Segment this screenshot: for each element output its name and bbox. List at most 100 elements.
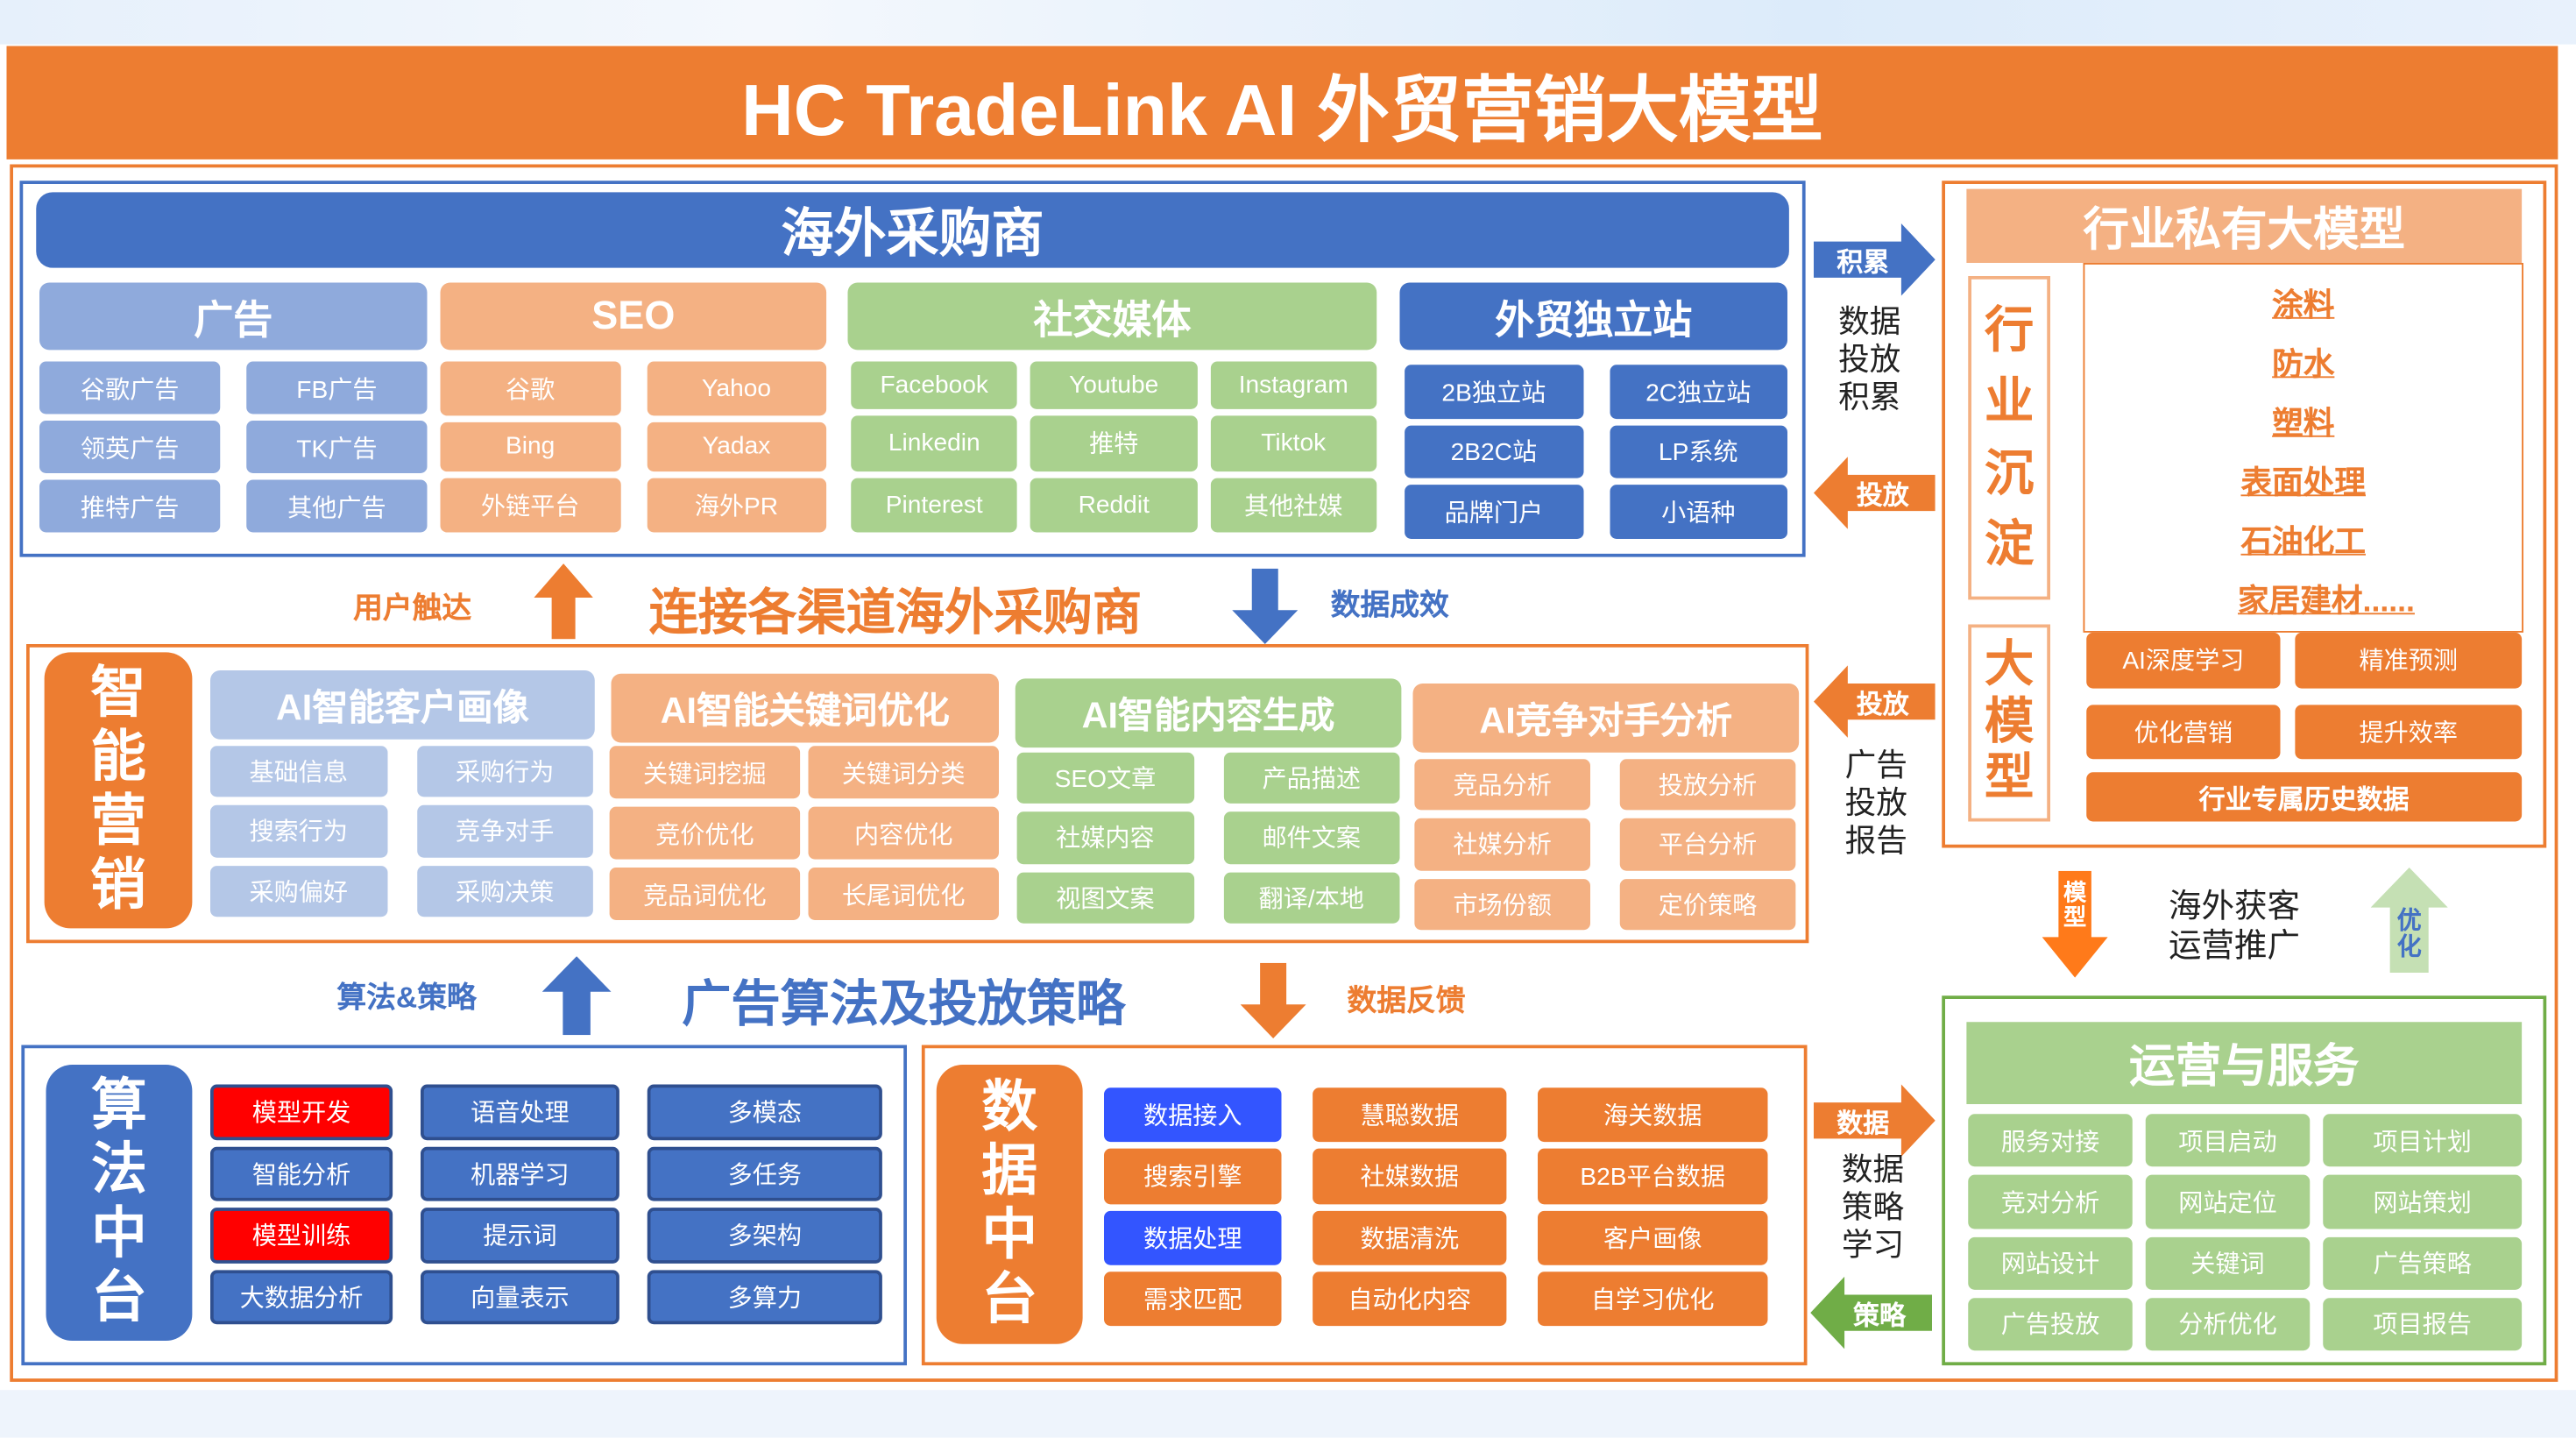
grid-item: 平台分析	[1619, 818, 1796, 871]
ad-strategy-title: 广告算法及投放策略	[682, 977, 1126, 1032]
grid-item: 提升效率	[2295, 704, 2523, 760]
grid-item: 翻译/本地	[1222, 871, 1400, 924]
strategy-label: 策略	[1852, 1302, 1906, 1331]
grid-item: 智能分析	[210, 1145, 393, 1201]
grid-item: 竞对分析	[1968, 1175, 2133, 1229]
grid-item: 投放分析	[1619, 759, 1796, 811]
grid-item: 自动化内容	[1313, 1271, 1507, 1327]
algo-panel	[21, 1045, 907, 1366]
smart-marketing-title: 智能营销	[44, 652, 193, 929]
grid-item: 基础信息	[210, 746, 387, 797]
data-panel	[921, 1045, 1808, 1366]
industry-panel	[1942, 181, 2547, 848]
grid-item: 语音处理	[421, 1084, 619, 1140]
big-model-box: 大模型	[1968, 624, 2050, 822]
grid-item: 定价策略	[1619, 878, 1796, 931]
grid-item: LP系统	[1609, 424, 1787, 479]
grid-item: 网站设计	[1968, 1236, 2133, 1290]
grid-item: 社媒数据	[1313, 1149, 1507, 1204]
grid-item: 采购行为	[416, 746, 593, 797]
deliver-1-label: 投放	[1856, 483, 1909, 512]
industry-item: 石油化工	[2240, 525, 2366, 560]
grid-item: 2B独立站	[1405, 365, 1583, 419]
data-label: 数据中台	[981, 1075, 1038, 1331]
grid-item: 网站定位	[2145, 1175, 2311, 1229]
grid-item: 数据清洗	[1313, 1209, 1507, 1265]
grid-item: 谷歌	[440, 361, 620, 416]
connect-buyers-title: 连接各渠道海外采购商	[648, 586, 1143, 641]
page-title: HC TradeLink AI 外贸营销大模型	[6, 46, 2558, 159]
industry-list: 涂料 防水 塑料 表面处理 石油化工 家居建材......	[2083, 263, 2523, 633]
ops-items: 服务对接项目启动项目计划竞对分析网站定位网站策划网站设计关键词广告策略广告投放分…	[1968, 1114, 2523, 1351]
grid-item: 优化营销	[2086, 704, 2281, 760]
grid-item: Yahoo	[646, 361, 827, 416]
big-model-label: 大模型	[1985, 637, 2035, 806]
industry-item: 涂料	[2272, 289, 2335, 325]
grid-item: 模型开发	[210, 1084, 393, 1140]
buyers-title: 海外采购商	[36, 192, 1789, 268]
grid-item: 小语种	[1609, 485, 1787, 539]
grid-item: Reddit	[1030, 477, 1198, 533]
smart-marketing-label: 智能营销	[90, 662, 146, 917]
keyword-header: AI智能关键词优化	[611, 673, 999, 743]
side-text-1: 数据投放积累	[1821, 306, 1920, 418]
grid-item: 搜索行为	[210, 805, 387, 858]
grid-item: 推特	[1030, 415, 1198, 471]
grid-item: 其他社媒	[1210, 477, 1377, 533]
keyword-items: 关键词挖掘关键词分类竞价优化内容优化竞品词优化长尾词优化	[609, 746, 999, 920]
grid-item: 数据处理	[1104, 1209, 1282, 1265]
grid-item: 推特广告	[39, 479, 221, 533]
grid-item: 海外PR	[646, 477, 827, 533]
grid-item: 慧聪数据	[1313, 1087, 1507, 1143]
side-text-3: 数据策略学习	[1823, 1153, 1922, 1265]
grid-item: 项目报告	[2323, 1297, 2523, 1351]
grid-item: 市场份额	[1414, 878, 1590, 931]
grid-item: 长尾词优化	[808, 868, 999, 920]
grid-item: 服务对接	[1968, 1114, 2133, 1167]
grid-item: Yadax	[646, 422, 827, 471]
content-header: AI智能内容生成	[1015, 678, 1402, 748]
main-frame	[10, 164, 2558, 1382]
algo-items: 模型开发语音处理多模态智能分析机器学习多任务模型训练提示词多架构大数据分析向量表…	[210, 1084, 884, 1325]
sediment-box: 行业沉淀	[1968, 276, 2050, 600]
site-header: 外贸独立站	[1399, 282, 1787, 351]
competitor-header: AI竞争对手分析	[1412, 684, 1800, 753]
grid-item: Youtube	[1030, 361, 1198, 410]
grid-item: FB广告	[246, 361, 428, 414]
data-arrow-label: 数据	[1836, 1110, 1890, 1139]
algo-strategy-label: 算法&策略	[336, 981, 477, 1014]
grid-item: Bing	[440, 422, 620, 471]
grid-item: 其他广告	[246, 479, 428, 533]
grid-item: B2B平台数据	[1538, 1149, 1768, 1204]
grid-item: Facebook	[851, 361, 1018, 410]
grid-item: 关键词分类	[808, 746, 999, 799]
grid-item: 领英广告	[39, 421, 221, 473]
sediment-label: 行业沉淀	[1985, 302, 2035, 572]
grid-item: 海关数据	[1538, 1087, 1768, 1143]
user-reach-label: 用户触达	[353, 591, 472, 625]
grid-item: 机器学习	[421, 1145, 619, 1201]
feature-items: AI深度学习精准预测优化营销提升效率	[2086, 632, 2523, 760]
competitor-items: 竞品分析投放分析社媒分析平台分析市场份额定价策略	[1414, 759, 1796, 931]
grid-item: 广告策略	[2323, 1236, 2523, 1290]
algo-label: 算法中台	[91, 1073, 147, 1330]
grid-item: 社媒分析	[1414, 818, 1590, 871]
smart-marketing-panel	[26, 644, 1809, 944]
model-arrow-label: 模型	[2063, 879, 2087, 931]
accumulate-label: 积累	[1836, 250, 1890, 278]
grid-item: 分析优化	[2145, 1297, 2311, 1351]
profile-header: AI智能客户画像	[210, 670, 595, 740]
grid-item: 精准预测	[2295, 632, 2523, 688]
ops-panel	[1942, 995, 2547, 1366]
grid-item: 邮件文案	[1222, 811, 1400, 864]
grid-item: 多算力	[647, 1269, 882, 1325]
social-header: 社交媒体	[847, 282, 1377, 351]
grid-item: TK广告	[246, 421, 428, 473]
profile-items: 基础信息采购行为搜索行为竞争对手采购偏好采购决策	[210, 746, 593, 917]
grid-item: 多模态	[647, 1084, 882, 1140]
grid-item: 网站策划	[2323, 1175, 2523, 1229]
